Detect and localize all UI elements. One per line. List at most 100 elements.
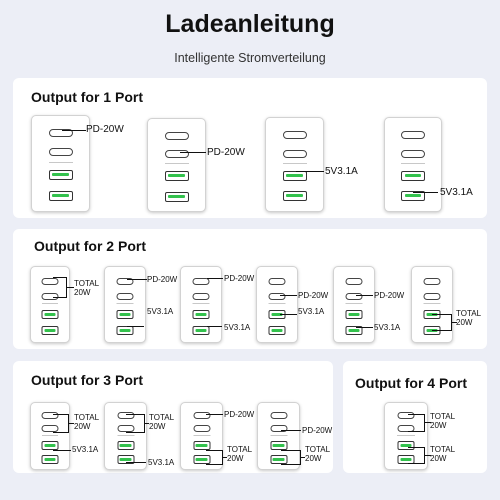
usb-c-port-icon: [116, 293, 134, 300]
port-marking-icon: [42, 303, 58, 304]
output-label-5v3-1a: 5V3.1A: [147, 307, 174, 316]
charger-diagram: [30, 266, 70, 343]
pointer-line: [53, 450, 71, 451]
usb-a-port-icon: [397, 455, 415, 464]
pointer-line: [144, 423, 149, 424]
panel-title-3-port: Output for 3 Port: [31, 372, 143, 388]
charger-diagram: [256, 266, 298, 343]
charger-diagram: [411, 266, 453, 343]
port-marking-icon: [192, 303, 210, 304]
pointer-line: [281, 450, 301, 451]
usb-c-port-icon: [397, 425, 415, 432]
usb-c-port-icon: [41, 278, 59, 285]
pointer-line: [356, 327, 373, 328]
panel-title-2-port: Output for 2 Port: [34, 238, 146, 254]
usb-c-port-icon: [282, 150, 307, 158]
pointer-line: [408, 463, 425, 464]
pointer-line: [68, 423, 74, 424]
pointer-line: [53, 277, 67, 278]
usb-a-port-icon: [164, 192, 189, 202]
output-label-total-20w: TOTAL 20W: [74, 279, 100, 297]
usb-c-port-icon: [164, 132, 189, 140]
usb-a-port-icon: [48, 170, 73, 180]
page-title: Ladeanleitung: [165, 10, 335, 38]
usb-c-port-icon: [117, 412, 134, 419]
port-marking-icon: [193, 435, 210, 436]
pointer-line: [424, 455, 431, 456]
output-label-pd-20w: PD-20W: [224, 410, 255, 419]
charger-diagram: [104, 402, 147, 470]
usb-c-port-icon: [268, 278, 286, 285]
usb-c-port-icon: [193, 425, 210, 432]
output-label-5v3-1a: 5V3.1A: [298, 307, 325, 316]
port-marking-icon: [48, 162, 73, 163]
usb-a-port-icon: [401, 171, 425, 181]
usb-a-port-icon: [401, 191, 425, 201]
output-label-5v3-1a: 5V3.1A: [325, 166, 358, 177]
usb-c-port-icon: [268, 293, 286, 300]
pointer-line: [280, 295, 297, 296]
output-label-total-20w: TOTAL 20W: [74, 413, 100, 431]
usb-a-port-icon: [117, 455, 134, 464]
output-label-total-20w: TOTAL 20W: [430, 445, 456, 463]
usb-c-port-icon: [270, 425, 287, 432]
usb-a-port-icon: [116, 326, 134, 335]
pointer-line: [281, 430, 301, 431]
port-marking-icon: [268, 303, 286, 304]
output-label-pd-20w: PD-20W: [147, 275, 178, 284]
usb-c-port-icon: [192, 278, 210, 285]
port-marking-icon: [116, 303, 134, 304]
port-marking-icon: [117, 435, 134, 436]
pointer-line: [62, 130, 86, 131]
pointer-line: [66, 287, 74, 288]
usb-a-port-icon: [268, 326, 286, 335]
usb-a-port-icon: [41, 441, 59, 450]
usb-c-port-icon: [423, 278, 441, 285]
bracket-line: [424, 414, 425, 432]
usb-c-port-icon: [48, 148, 73, 156]
output-label-total-20w: TOTAL 20W: [227, 445, 253, 463]
port-marking-icon: [42, 435, 58, 436]
output-label-5v3-1a: 5V3.1A: [72, 445, 99, 454]
usb-a-port-icon: [41, 455, 59, 464]
usb-c-port-icon: [192, 293, 210, 300]
pointer-line: [408, 414, 425, 415]
usb-c-port-icon: [270, 412, 287, 419]
panel-title-1-port: Output for 1 Port: [31, 89, 143, 105]
pointer-line: [408, 431, 425, 432]
output-label-pd-20w: PD-20W: [302, 426, 333, 435]
output-label-5v3-1a: 5V3.1A: [148, 458, 175, 467]
pointer-line: [207, 278, 223, 279]
pointer-line: [413, 192, 438, 193]
pointer-line: [127, 279, 147, 280]
output-label-pd-20w: PD-20W: [86, 124, 124, 135]
usb-a-port-icon: [164, 171, 189, 181]
charger-diagram: [104, 266, 146, 343]
usb-c-port-icon: [41, 412, 59, 419]
output-label-5v3-1a: 5V3.1A: [374, 323, 401, 332]
pointer-line: [356, 295, 373, 296]
charger-diagram: [31, 115, 90, 212]
usb-a-port-icon: [48, 191, 73, 201]
charger-diagram: [384, 117, 442, 212]
output-label-total-20w: TOTAL 20W: [456, 309, 482, 327]
usb-a-port-icon: [41, 310, 59, 319]
usb-a-port-icon: [192, 326, 210, 335]
pointer-line: [281, 464, 301, 465]
usb-a-port-icon: [397, 441, 415, 450]
pointer-line: [432, 330, 452, 331]
output-label-total-20w: TOTAL 20W: [305, 445, 331, 463]
usb-a-port-icon: [282, 191, 307, 201]
pointer-line: [207, 326, 222, 327]
charger-diagram: [333, 266, 375, 343]
pointer-line: [53, 297, 67, 298]
usb-c-port-icon: [345, 278, 363, 285]
usb-c-port-icon: [282, 131, 307, 139]
pointer-line: [206, 464, 223, 465]
output-label-pd-20w: PD-20W: [207, 147, 245, 158]
usb-c-port-icon: [41, 425, 59, 432]
port-marking-icon: [397, 435, 415, 436]
usb-a-port-icon: [270, 455, 287, 464]
port-marking-icon: [345, 303, 363, 304]
port-marking-icon: [270, 435, 287, 436]
